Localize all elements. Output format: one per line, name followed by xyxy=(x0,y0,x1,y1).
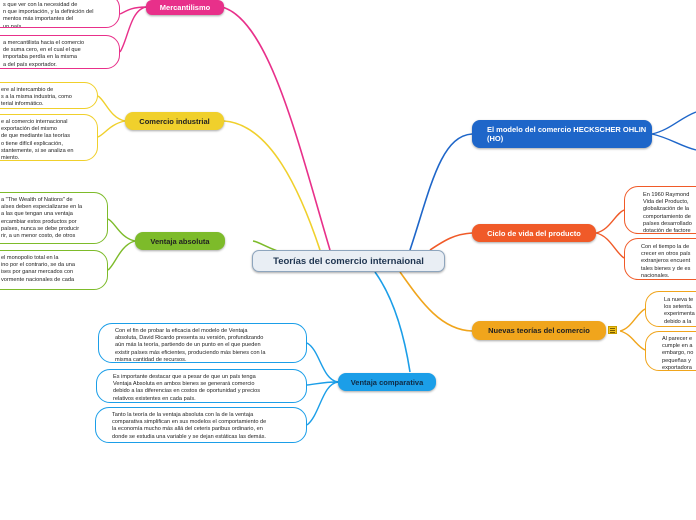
topic-comercio-industrial[interactable]: Comercio industrial xyxy=(125,112,224,130)
topic-ciclo-de-vida[interactable]: Ciclo de vida del producto xyxy=(472,224,596,242)
note-text: Al parecer e cumple en a embargo, no peq… xyxy=(662,336,694,371)
note-text: Es importante destacar que a pesar de qu… xyxy=(113,374,261,402)
topic-ventaja-comparativa[interactable]: Ventaja comparativa xyxy=(338,373,436,391)
note-bubble[interactable]: Con el fin de probar la eficacia del mod… xyxy=(98,323,307,363)
note-text: En 1960 Raymond Vida del Producto, globa… xyxy=(643,192,692,234)
note-bubble[interactable]: Al parecer e cumple en a embargo, no peq… xyxy=(645,331,696,371)
topic-label: Ventaja absoluta xyxy=(150,236,210,246)
note-text: La nueva te los setenta. experimenta deb… xyxy=(664,297,695,325)
note-bubble[interactable]: e al comercio internacional exportación … xyxy=(0,114,98,161)
note-bubble[interactable]: a "The Wealth of Nations" de aíses deben… xyxy=(0,192,108,244)
note-bubble[interactable]: Con el tiempo la de crecer en otros país… xyxy=(624,238,696,280)
topic-label: Mercantilismo xyxy=(159,3,211,12)
topic-nuevas-teorias[interactable]: Nuevas teorías del comercio xyxy=(472,321,606,340)
note-text: e al comercio internacional exportación … xyxy=(1,119,74,161)
note-bubble[interactable]: En 1960 Raymond Vida del Producto, globa… xyxy=(624,186,696,234)
note-text: ere al intercambio de s a la misma indus… xyxy=(1,87,72,108)
topic-heckscher-ohlin[interactable]: El modelo del comercio HECKSCHER OHLIN (… xyxy=(472,120,652,148)
note-text: el monopolio total en la ino por el cont… xyxy=(1,255,76,283)
central-topic-label: Teorías del comercio internaional xyxy=(273,255,424,267)
central-topic[interactable]: Teorías del comercio internaional xyxy=(252,250,445,272)
note-bubble[interactable]: Tanto la teoría de la ventaja absoluta c… xyxy=(95,407,307,443)
note-bubble[interactable]: s que ver con la necesidad de n que impo… xyxy=(0,0,120,28)
note-text: Con el fin de probar la eficacia del mod… xyxy=(115,328,266,363)
note-text: s que ver con la necesidad de n que impo… xyxy=(3,2,94,28)
topic-label: El modelo del comercio HECKSCHER OHLIN (… xyxy=(487,125,647,143)
topic-mercantilismo[interactable]: Mercantilismo xyxy=(146,0,224,15)
note-bubble[interactable]: el monopolio total en la ino por el cont… xyxy=(0,250,108,290)
note-text: Tanto la teoría de la ventaja absoluta c… xyxy=(112,412,267,440)
topic-label-text: Ciclo de vida del producto xyxy=(487,228,581,238)
note-bubble[interactable]: ere al intercambio de s a la misma indus… xyxy=(0,82,98,109)
note-text: a mercantilista hacia el comercio de sum… xyxy=(3,40,85,68)
note-bubble[interactable]: a mercantilista hacia el comercio de sum… xyxy=(0,35,120,69)
note-bubble[interactable]: La nueva te los setenta. experimenta deb… xyxy=(645,291,696,327)
topic-label: Ventaja comparativa xyxy=(350,377,424,387)
notes-icon[interactable] xyxy=(608,326,617,334)
note-text: a "The Wealth of Nations" de aíses deben… xyxy=(1,197,83,240)
topic-label: Nuevas teorías del comercio xyxy=(488,326,590,335)
topic-label: Comercio industrial xyxy=(139,116,210,126)
note-text: Con el tiempo la de crecer en otros país… xyxy=(641,244,691,279)
note-bubble[interactable]: Es importante destacar que a pesar de qu… xyxy=(96,369,307,403)
topic-ventaja-absoluta[interactable]: Ventaja absoluta xyxy=(135,232,225,250)
